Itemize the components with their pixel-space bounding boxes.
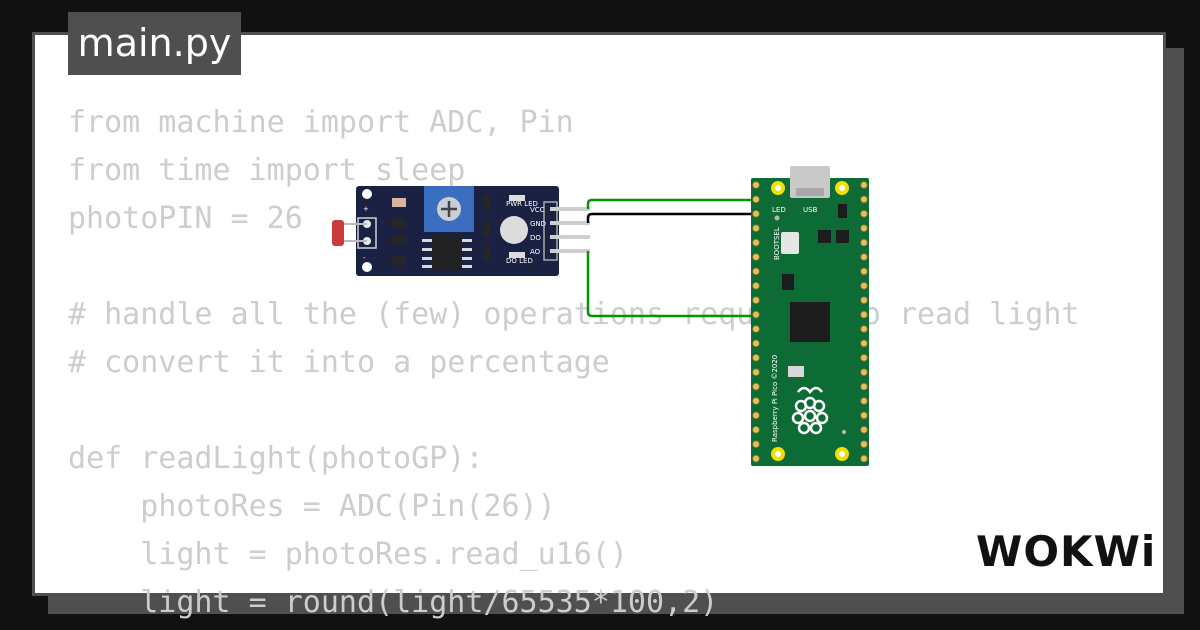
photoresistor-module[interactable]: + - PWR LED [332,186,590,276]
code-line: def readLight(photoGP): [68,441,484,476]
pico-pin-pad[interactable] [752,282,760,290]
photoresistor-icon [332,220,344,246]
code-line: # convert it into a percentage [68,345,610,380]
code-line: photoRes = ADC(Pin(26)) [68,489,556,524]
code-line: light = round(light/65535*100,2) [68,585,719,620]
wire-vcc[interactable] [586,198,762,210]
pico-pin-pad[interactable] [752,253,760,261]
pico-pin-pad[interactable] [752,296,760,305]
pico-pin-pad[interactable] [860,209,868,218]
pico-pin-pad[interactable] [860,181,868,189]
rp2040-chip-icon [790,302,830,342]
pico-pin-pad[interactable] [752,209,760,218]
pico-pin-pad[interactable] [860,253,868,261]
pico-pin-pad[interactable] [752,354,760,362]
pico-pin-pad[interactable] [860,282,868,290]
pin-vcc-label: VCC [530,206,545,214]
pico-pin-pads [752,181,868,463]
pico-pin-pad[interactable] [752,339,760,348]
raspberry-logo-icon [791,386,829,435]
wokwi-logo-text: WOKWi [976,527,1156,576]
pico-pin-pad[interactable] [860,382,868,391]
pico-pin-pad[interactable] [860,195,868,204]
wokwi-logo: WOKWi [976,527,1155,576]
pico-pin-pad[interactable] [860,267,868,276]
minus-label: - [363,254,366,262]
pico-pin-pad[interactable] [860,296,868,305]
code-line: from time import sleep [68,153,466,188]
pico-pin-pad[interactable] [860,368,868,377]
file-tab[interactable]: main.py [68,12,241,75]
pico-pin-pad[interactable] [860,310,868,319]
pico-pin-pad[interactable] [860,425,868,434]
pin-gnd-label: GND [530,220,546,228]
usb-label: USB [803,206,818,214]
pico-pin-pad[interactable] [752,397,760,405]
pico-pin-pad[interactable] [752,425,760,434]
pico-pin-pad[interactable] [860,454,868,463]
pico-pin-pad[interactable] [860,224,868,232]
pico-pin-pad[interactable] [860,397,868,405]
pwr-led-label: PWR LED [506,200,538,208]
wire-gnd[interactable] [586,212,762,223]
pico-pin-pad[interactable] [752,238,760,247]
circuit-diagram: + - PWR LED [332,166,869,466]
pico-pin-pad[interactable] [860,411,868,420]
code-line: light = photoRes.read_u16() [68,537,628,572]
pico-pin-pad[interactable] [860,325,868,333]
plus-label: + [363,205,369,213]
pico-pin-pad[interactable] [860,339,868,348]
pico-pin-pad[interactable] [752,382,760,391]
bootsel-label: BOOTSEL [773,227,781,260]
pico-pin-pad[interactable] [752,195,760,204]
raspberry-pi-pico[interactable]: USB LED BOOTSEL Raspberry Pi Pico ©2020 [751,166,869,466]
code-line: from machine import ADC, Pin [68,105,574,140]
wire-ao[interactable] [586,251,860,318]
project-card: from machine import ADC, Pin from time im… [32,32,1166,620]
pico-pin-pad[interactable] [860,354,868,362]
comparator-chip-icon [432,236,462,270]
pico-model-label: Raspberry Pi Pico ©2020 [771,355,779,442]
code-line: photoPIN = 26 [68,201,303,236]
pico-pin-pad[interactable] [752,411,760,420]
pico-pin-pad[interactable] [752,440,760,449]
led-label: LED [772,206,786,214]
pico-pin-pad[interactable] [752,181,760,189]
pico-pin-pad[interactable] [752,454,760,463]
pin-do-label: DO [530,234,541,242]
pin-ao-label: AO [530,248,541,256]
pico-pin-pad[interactable] [860,440,868,449]
do-led-label: DO LED [506,257,533,265]
pico-pin-pad[interactable] [752,368,760,377]
pico-pin-pad[interactable] [752,310,760,319]
bootsel-button[interactable] [781,232,799,254]
pico-pin-pad[interactable] [752,325,760,333]
pico-pin-pad[interactable] [752,224,760,232]
pico-pin-pad[interactable] [860,238,868,247]
pico-pin-pad[interactable] [752,267,760,276]
